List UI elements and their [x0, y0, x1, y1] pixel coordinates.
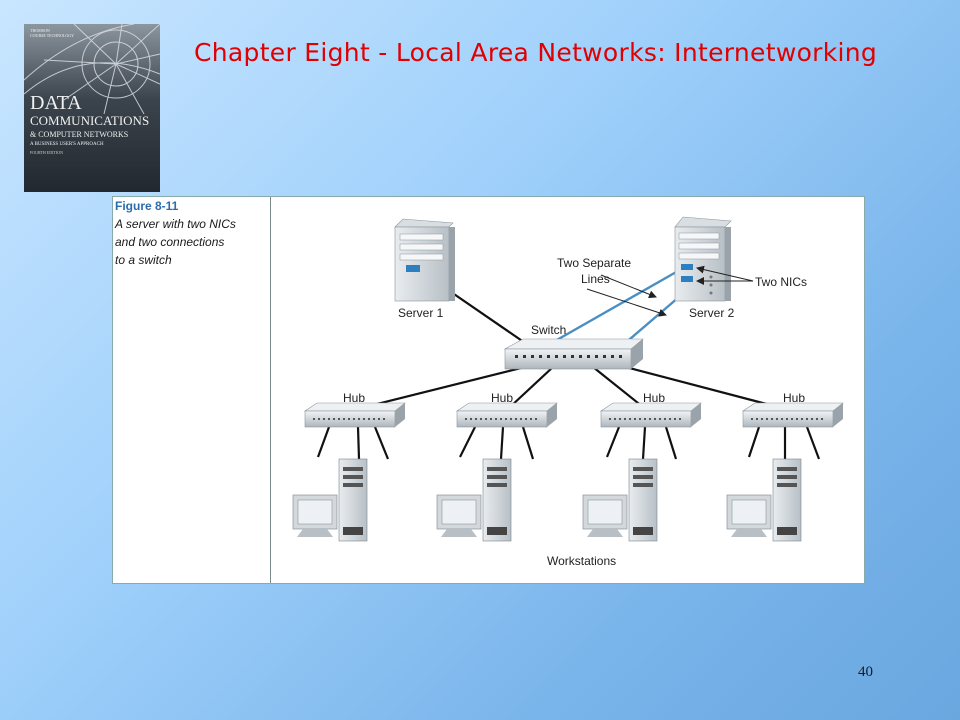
switch-label: Switch — [531, 323, 566, 337]
figure-panel: Figure 8-11 A server with two NICs and t… — [112, 196, 865, 584]
switch — [503, 338, 644, 370]
nics-arrows — [696, 265, 754, 285]
cover-title-line1: DATA — [30, 92, 82, 114]
page-number: 40 — [858, 664, 873, 680]
server-2 — [674, 216, 732, 302]
cover-subtitle: A BUSINESS USER'S APPROACH — [30, 142, 104, 147]
workstations-label: Workstations — [547, 554, 616, 568]
cover-edition: FOURTH EDITION — [30, 150, 63, 155]
cover-title-line2: COMMUNICATIONS — [30, 113, 150, 128]
workstation-4 — [726, 458, 802, 542]
figure-caption: Figure 8-11 A server with two NICs and t… — [115, 197, 265, 269]
separate-lines-label-line1: Two Separate — [557, 256, 631, 270]
separate-lines-arrows — [586, 274, 667, 317]
workstation-2 — [436, 458, 512, 542]
figure-description: A server with two NICs and two connectio… — [115, 217, 236, 267]
workstation-3 — [582, 458, 658, 542]
network-diagram: Server 1 Server 2 Two Separate Lines Two… — [292, 216, 844, 568]
hub-4-label: Hub — [783, 391, 805, 405]
figure-number: Figure 8-11 — [115, 199, 179, 213]
server-2-label: Server 2 — [689, 306, 735, 320]
nic-2 — [681, 276, 693, 282]
nic-1 — [681, 264, 693, 270]
hub-2 — [456, 402, 558, 428]
nics-label: Two NICs — [755, 275, 807, 289]
server-1-label: Server 1 — [398, 306, 444, 320]
hub-2-label: Hub — [491, 391, 513, 405]
hub-1 — [304, 402, 406, 428]
server-1 — [394, 218, 455, 302]
network-cables — [316, 280, 821, 460]
workstation-1 — [292, 458, 368, 542]
figure-divider — [270, 197, 271, 583]
hub-3 — [600, 402, 702, 428]
book-cover-art — [24, 24, 160, 192]
hub-3-label: Hub — [643, 391, 665, 405]
cover-title-line3: & COMPUTER NETWORKS — [30, 130, 129, 139]
separate-lines-label-line2: Lines — [581, 272, 610, 286]
hub-4 — [742, 402, 844, 428]
hub-1-label: Hub — [343, 391, 365, 405]
slide-title: Chapter Eight - Local Area Networks: Int… — [194, 38, 878, 67]
